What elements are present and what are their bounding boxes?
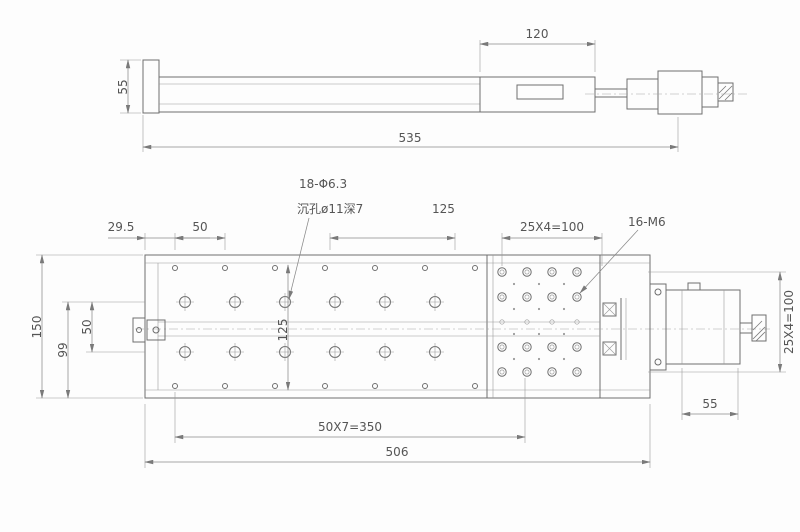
dim-25x4-top: 25X4=100 [501, 220, 603, 266]
dim-25x4-top-label: 25X4=100 [520, 220, 584, 234]
dim-50x7: 50X7=350 [174, 378, 526, 443]
dim-150-label: 150 [30, 316, 44, 339]
dim-99: 99 [56, 301, 145, 399]
dim-506: 506 [144, 404, 651, 468]
counterbore-holes [175, 292, 445, 362]
base-outline [144, 254, 651, 399]
dim-55-side: 55 [116, 59, 141, 114]
note-18-holes-label: 18-Φ6.3 [299, 177, 347, 191]
motor-plan [649, 282, 767, 371]
edge-holes [172, 265, 478, 389]
dim-120-label: 120 [526, 27, 549, 41]
note-counterbore-label: 沉孔ø11深7 [297, 202, 363, 216]
dim-25x4-right-label: 25X4=100 [782, 290, 796, 354]
dim-50-left-label: 50 [80, 319, 94, 334]
note-16-m6-label: 16-M6 [628, 215, 666, 229]
dim-506-label: 506 [386, 445, 409, 459]
note-16-m6: 16-M6 [579, 215, 666, 294]
dim-125-vertical-label: 125 [276, 319, 290, 342]
bearing-block [602, 298, 627, 360]
dim-535: 535 [142, 115, 679, 152]
dim-125-top-label: 125 [432, 202, 455, 216]
dim-50-top-label: 50 [192, 220, 207, 234]
carriage-block [479, 76, 596, 113]
knob-side [717, 82, 734, 102]
dim-150: 150 [30, 254, 143, 399]
dim-125-top: 125 [329, 202, 456, 250]
dim-50x7-label: 50X7=350 [318, 420, 382, 434]
dim-29-5-label: 29.5 [108, 220, 135, 234]
dim-50-left: 50 [80, 301, 145, 353]
dim-99-label: 99 [56, 342, 70, 357]
dim-25x4-right: 25X4=100 [648, 271, 796, 373]
motor-side [657, 70, 703, 115]
side-view [142, 59, 748, 115]
dim-55-motor-label: 55 [702, 397, 717, 411]
dim-120: 120 [479, 27, 596, 72]
dim-55-motor: 55 [681, 368, 739, 420]
dim-55-side-label: 55 [116, 79, 130, 94]
knob-plan [751, 314, 767, 342]
dim-535-label: 535 [399, 131, 422, 145]
left-stopper [132, 317, 146, 343]
note-18-holes: 18-Φ6.3 沉孔ø11深7 [288, 177, 363, 300]
plan-view [132, 254, 770, 399]
dim-125-vertical: 125 [276, 264, 291, 391]
dim-50-top: 50 [174, 220, 226, 250]
